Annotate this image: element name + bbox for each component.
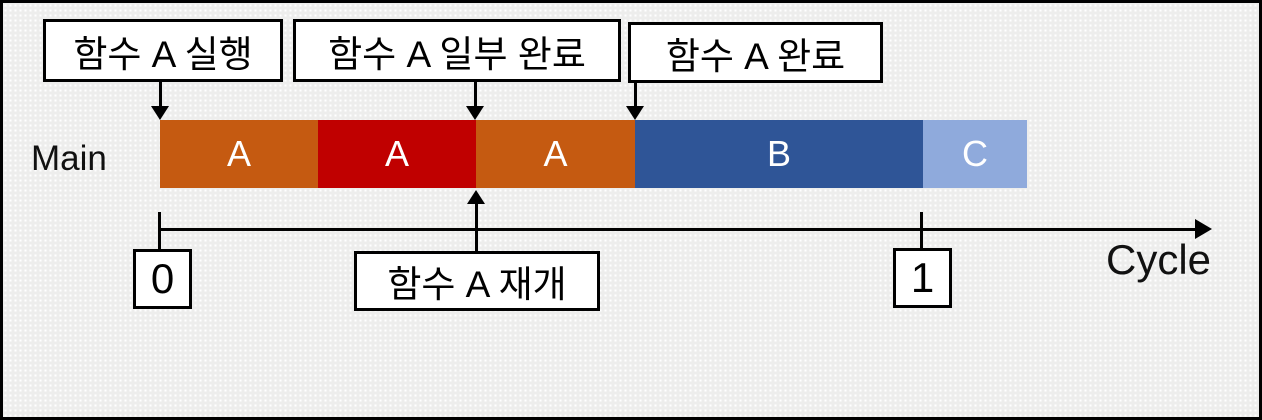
segment-a2-label: A <box>384 133 409 174</box>
row-label-main: Main <box>31 139 107 178</box>
complete-down-arrow-icon <box>626 106 644 120</box>
segment-c-label: C <box>962 133 988 174</box>
segment-b: B <box>635 120 923 188</box>
partial-down-arrow-icon <box>466 106 484 120</box>
resume-up-arrow-icon <box>467 190 485 204</box>
segment-a1-label: A <box>226 133 251 174</box>
resume-arrow-line <box>475 203 478 251</box>
execute-down-arrow-icon <box>151 106 169 120</box>
callout-function-a-resume-label: 함수 A 재개 <box>387 264 567 305</box>
callout-function-a-execute: 함수 A 실행 <box>43 19 283 82</box>
cycle-axis-line <box>160 228 1197 231</box>
segment-a2: A <box>318 120 476 188</box>
axis-label-cycle: Cycle <box>1106 236 1212 283</box>
segment-a1: A <box>160 120 318 188</box>
callout-function-a-complete-label: 함수 A 완료 <box>665 35 846 77</box>
partial-arrow-line <box>474 82 477 108</box>
segment-a3-label: A <box>543 133 568 174</box>
tick-0-value: 0 <box>150 255 175 302</box>
callout-function-a-partial-complete-label: 함수 A 일부 완료 <box>328 33 586 75</box>
callout-function-a-partial-complete: 함수 A 일부 완료 <box>293 19 621 82</box>
callout-function-a-execute-label: 함수 A 실행 <box>73 33 253 75</box>
complete-arrow-line <box>634 83 637 108</box>
segment-b-label: B <box>766 133 791 174</box>
tick-mark-1 <box>920 212 923 249</box>
tick-box-1: 1 <box>893 248 952 308</box>
execute-arrow-line <box>159 82 162 108</box>
tick-mark-0 <box>158 212 161 249</box>
cycle-axis-arrow-icon <box>1195 219 1212 239</box>
segment-c: C <box>923 120 1027 188</box>
callout-function-a-complete: 함수 A 완료 <box>628 22 883 83</box>
callout-function-a-resume: 함수 A 재개 <box>354 251 600 311</box>
execution-bar: A A A B C <box>160 120 1027 188</box>
tick-1-value: 1 <box>910 254 935 301</box>
segment-a3: A <box>476 120 635 188</box>
tick-box-0: 0 <box>133 249 192 309</box>
